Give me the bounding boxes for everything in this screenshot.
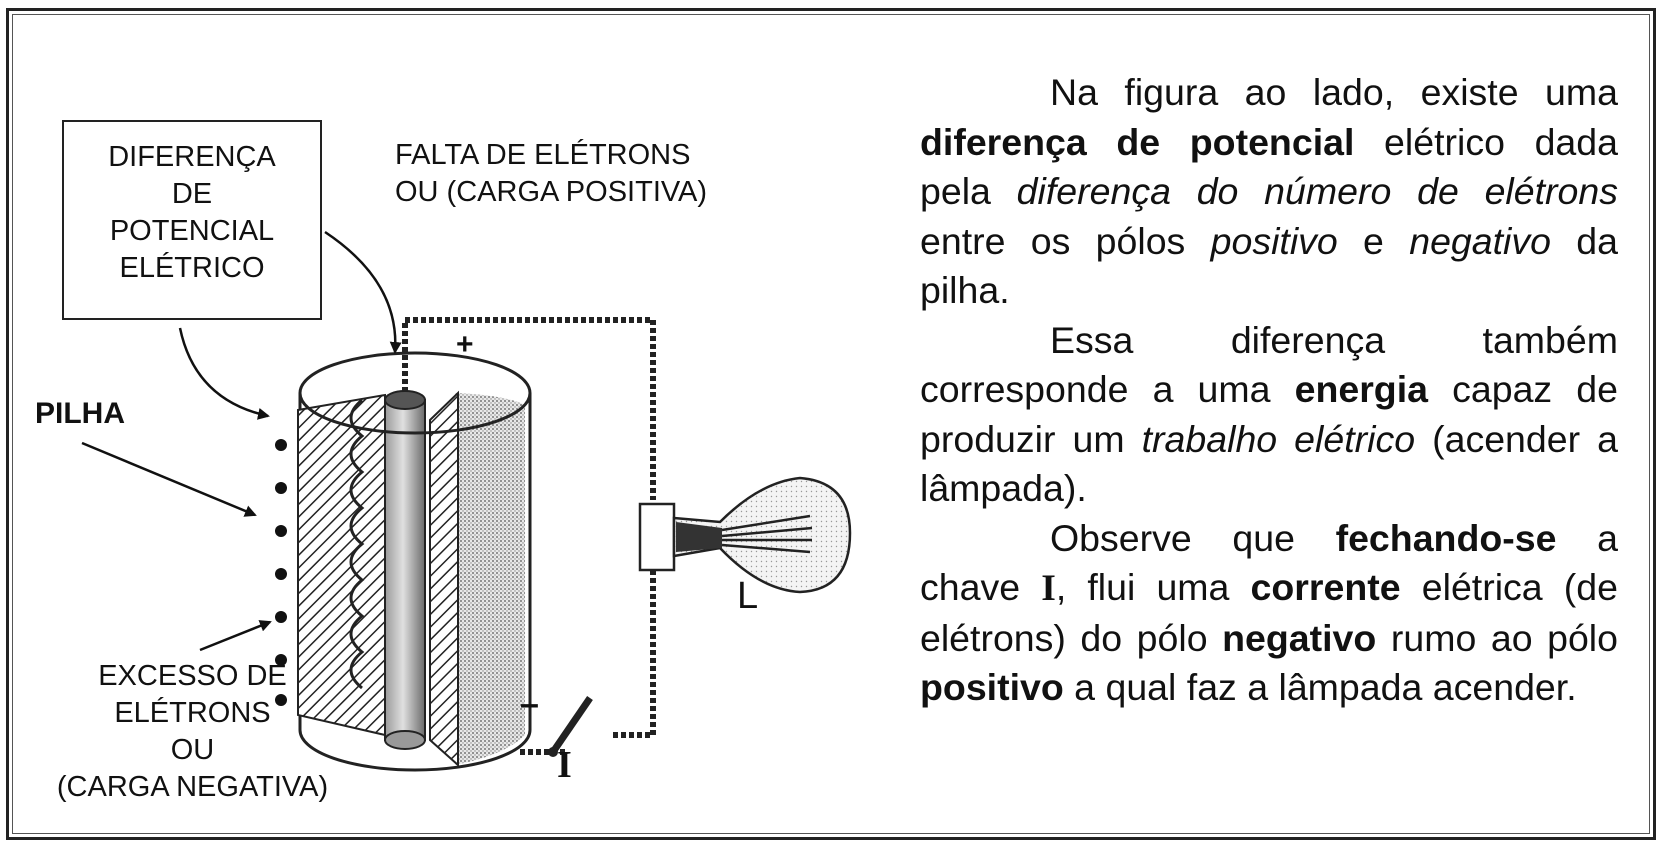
p2-seg: capaz de produzir um <box>920 368 1618 460</box>
potential-difference-box: DIFERENÇA DE POTENCIAL ELÉTRICO <box>62 120 322 320</box>
p3-seg: fechando-se <box>1335 516 1557 559</box>
paragraph-3: Observe que fechando-se a chave I, flui … <box>920 514 1618 713</box>
battery-label: PILHA <box>35 397 125 430</box>
p1-seg: elétrico dada pela <box>920 120 1618 213</box>
lamp-label: L <box>737 575 759 617</box>
excesso-line-3: OU <box>170 734 215 766</box>
p1-seg: da pilha. <box>920 219 1619 312</box>
p3-seg: elétrica (de elétrons) do pólo <box>920 566 1618 659</box>
p3-seg: negativo <box>1222 616 1377 659</box>
p3-seg: a chave <box>920 516 1618 609</box>
p1-seg: entre os pólos <box>920 219 1211 262</box>
ddp-line-2: DE <box>171 178 213 210</box>
switch-label: I <box>557 744 572 786</box>
falta-line-2: OU (CARGA POSITIVA) <box>395 176 708 208</box>
p3-seg: corrente <box>1250 566 1401 608</box>
inner-frame <box>12 14 1650 834</box>
p1-seg: e <box>1337 219 1410 262</box>
switch <box>548 696 593 757</box>
positive-charge-label: FALTA DE ELÉTRONS OU (CARGA POSITIVA) <box>395 137 775 211</box>
p1-seg: negativo <box>1409 219 1551 262</box>
ddp-line-4: ELÉTRICO <box>119 252 265 284</box>
excesso-line-2: ELÉTRONS <box>114 697 271 729</box>
ddp-line-1: DIFERENÇA <box>108 141 276 173</box>
p2-seg: energia <box>1294 368 1428 410</box>
p3-seg: , flui uma <box>1055 566 1251 608</box>
negative-charge-label: EXCESSO DE ELÉTRONS OU (CARGA NEGATIVA) <box>20 658 365 806</box>
circuit-wires <box>402 317 656 755</box>
paragraph-1: Na figura ao lado, existe uma diferença … <box>920 68 1618 316</box>
arrows <box>81 230 402 652</box>
outer-frame <box>6 8 1656 840</box>
negative-pole-sign: – <box>520 685 539 723</box>
p3-seg: positivo <box>920 666 1064 708</box>
p3-seg: Observe que <box>1050 516 1336 559</box>
excesso-line-1: EXCESSO DE <box>98 660 287 692</box>
p2-seg: Essa diferença também corresponde a uma <box>920 318 1618 411</box>
p1-seg: positivo <box>1210 219 1338 262</box>
battery <box>297 351 532 772</box>
falta-line-1: FALTA DE ELÉTRONS <box>395 139 691 171</box>
lamp <box>638 476 852 594</box>
paragraph-2: Essa diferença também corresponde a uma … <box>920 316 1618 514</box>
p2-seg: (acender a lâmpada). <box>920 417 1618 510</box>
p3-seg: a qual faz a lâmpada acender. <box>1063 666 1577 708</box>
p1-seg: Na figura ao lado, existe uma <box>1050 71 1618 113</box>
electron-dots <box>275 439 287 706</box>
p3-seg: rumo ao pólo <box>1376 616 1618 659</box>
p1-seg: diferença do número de elétrons <box>1016 170 1618 212</box>
explanation-text: Na figura ao lado, existe uma diferença … <box>920 68 1618 713</box>
p2-seg: trabalho elétrico <box>1141 417 1416 460</box>
excesso-line-4: (CARGA NEGATIVA) <box>56 771 329 803</box>
p1-seg: diferença de potencial <box>920 120 1355 163</box>
p3-seg: I <box>1041 568 1056 609</box>
positive-pole-sign: + <box>456 328 474 361</box>
ddp-line-3: POTENCIAL <box>109 215 275 247</box>
